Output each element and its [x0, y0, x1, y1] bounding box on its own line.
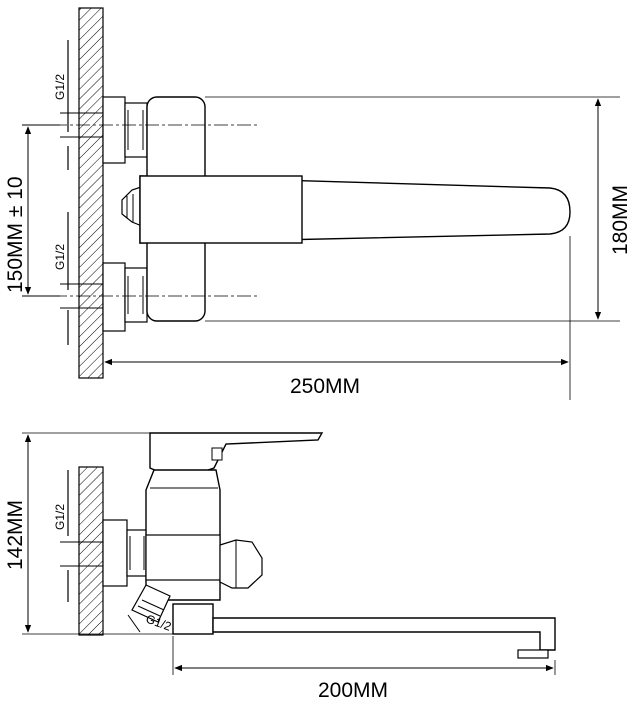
side-view: G1/2 G1/2 142MM 200MM	[4, 432, 556, 702]
spout-side	[172, 603, 556, 659]
lower-connection	[102, 262, 148, 332]
dim-reach-side: 200MM	[318, 679, 388, 700]
top-view: G1/2 G1/2 150MM ± 10 180MM 250MM	[4, 7, 629, 400]
thread-label-shower: G1/2	[144, 612, 174, 634]
wall-hatch-side	[78, 466, 104, 636]
thread-label-wall: G1/2	[53, 504, 67, 530]
diverter-knob-side	[219, 539, 263, 589]
thread-marks-top	[60, 40, 103, 345]
dim-reach-top: 250MM	[290, 375, 360, 398]
wall-hatch-top	[78, 7, 104, 379]
upper-connection	[102, 96, 148, 164]
shower-outlet-side	[127, 584, 171, 633]
thread-label-upper: G1/2	[53, 74, 67, 100]
thread-label-lower: G1/2	[53, 244, 67, 270]
dim-height-top: 180MM	[609, 185, 629, 255]
dim-height-side: 142MM	[4, 500, 27, 570]
dim-center-distance: 150MM ± 10	[4, 176, 27, 293]
